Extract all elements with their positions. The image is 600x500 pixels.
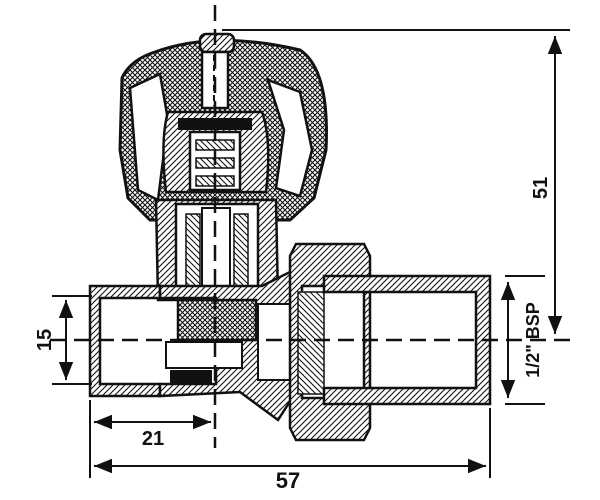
label-height-total: 51: [530, 177, 552, 199]
union-nut: [288, 242, 372, 442]
valve-neck: [154, 198, 280, 302]
label-length-total: 57: [276, 468, 300, 493]
valve-body: [88, 270, 298, 422]
tail-piece: [322, 274, 492, 406]
label-pipe-diameter: 15: [34, 329, 56, 351]
dimension-lines: [58, 36, 563, 474]
label-inlet-offset: 21: [142, 428, 164, 450]
label-thread: 1/2" BSP: [523, 302, 543, 378]
extension-lines: [52, 29, 570, 478]
center-lines: [50, 5, 575, 448]
